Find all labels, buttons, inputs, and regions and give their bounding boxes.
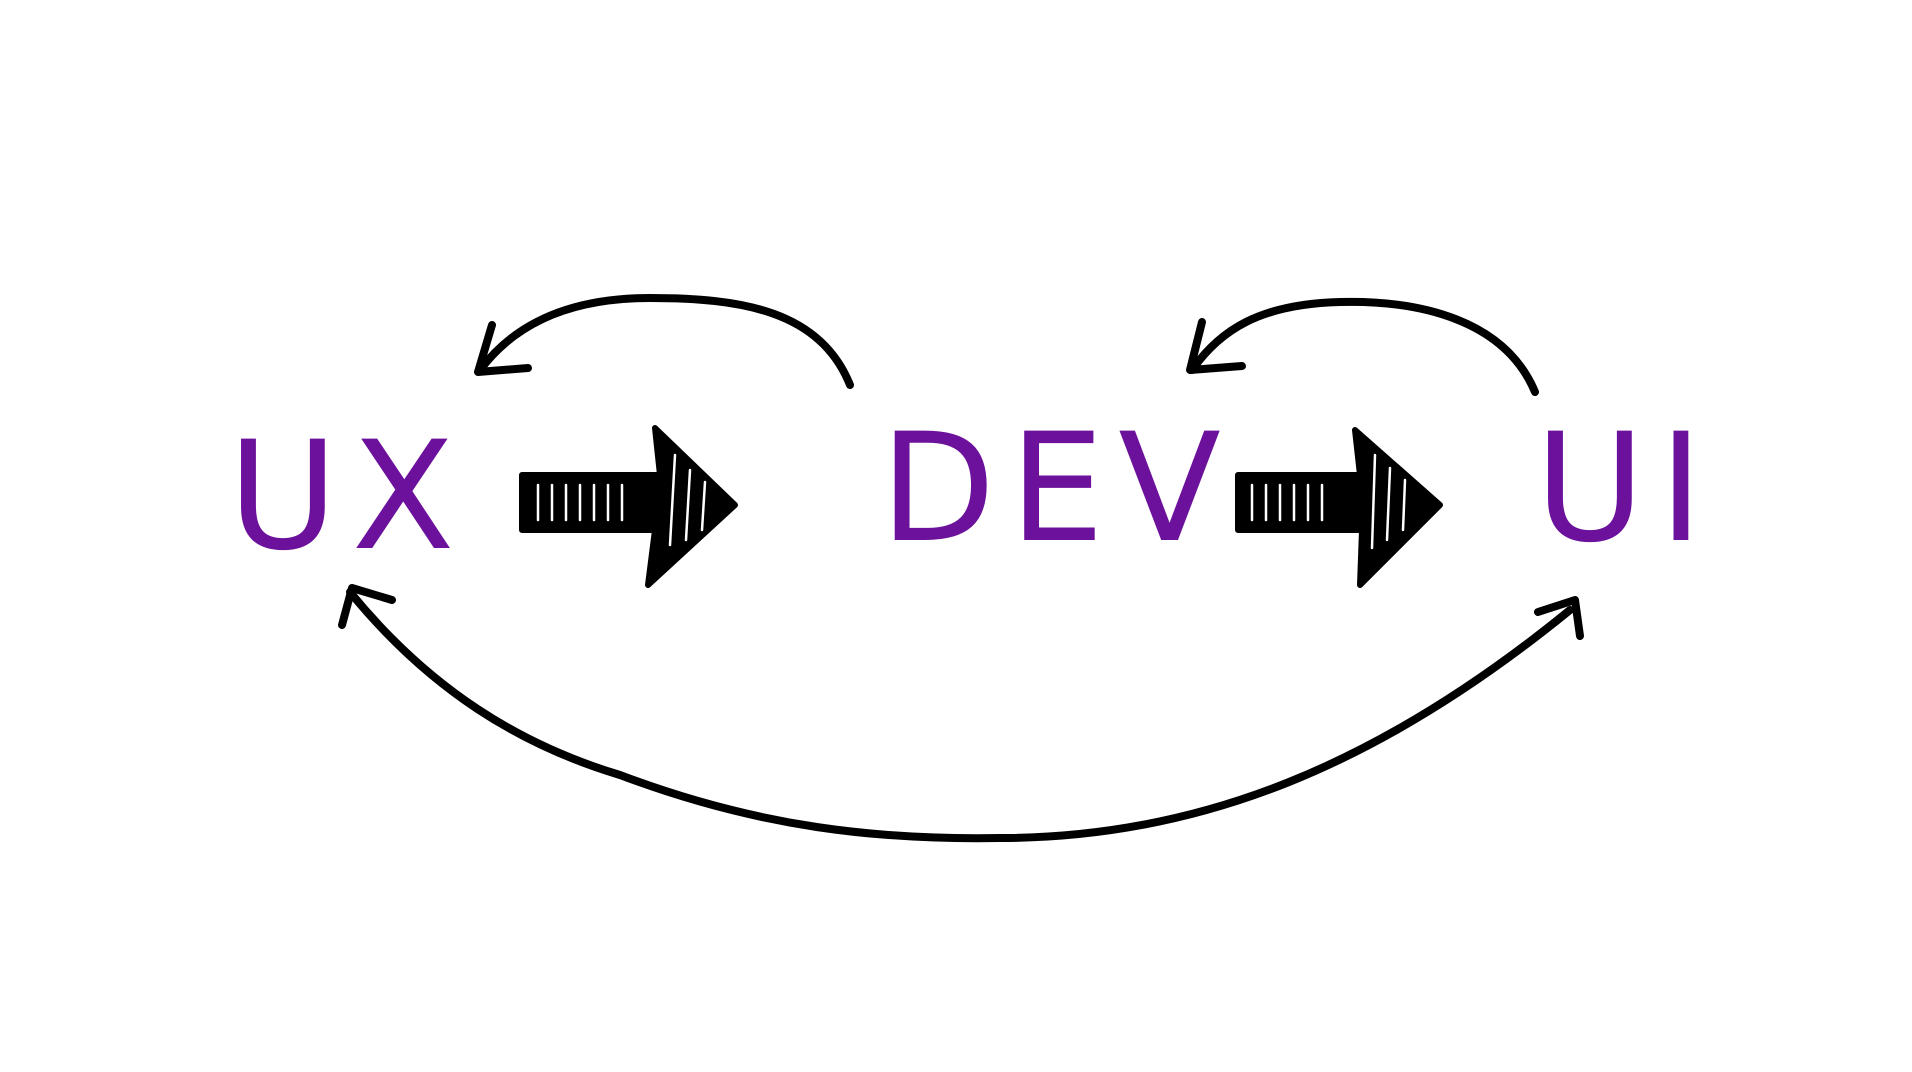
curved-arrow-ui-to-dev	[1186, 297, 1539, 396]
curved-arrow-dev-to-ux	[474, 294, 854, 389]
bold-arrow-ux-to-dev	[519, 425, 738, 588]
node-label-ux: UX	[228, 410, 469, 584]
node-label-dev: DEV	[880, 402, 1235, 576]
curved-arrow-ux-ui-bidirectional	[338, 584, 1584, 843]
node-label-ui: UI	[1535, 402, 1717, 576]
bold-arrow-dev-to-ui	[1235, 427, 1443, 588]
